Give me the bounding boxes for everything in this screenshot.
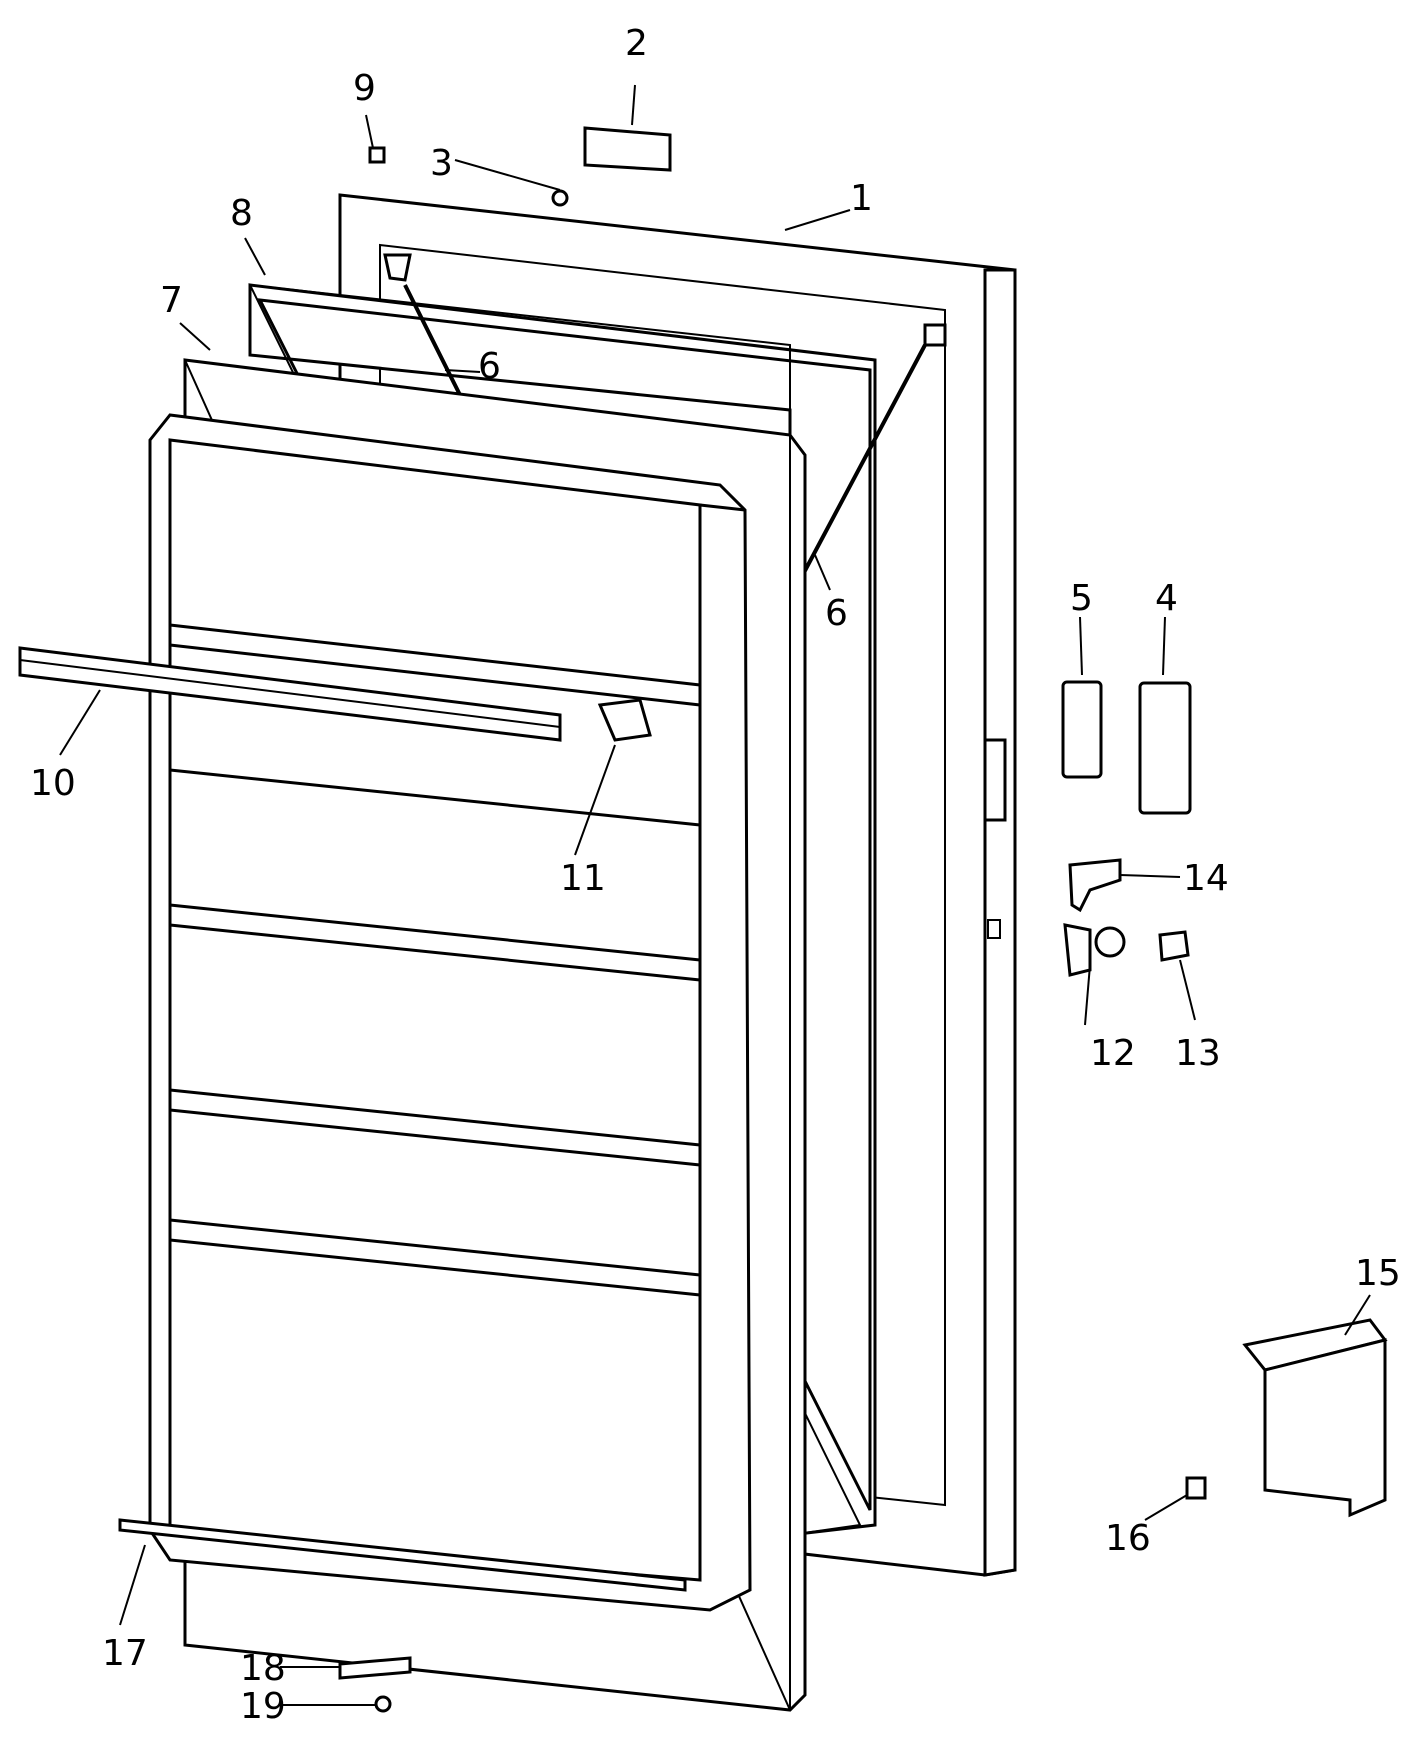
callout-2: 2 (625, 23, 648, 64)
part-15-hinge-cover (1242, 1318, 1388, 1518)
callout-9: 9 (353, 68, 376, 109)
part-18-hinge (338, 1656, 412, 1680)
part-11-bar-end-clip (597, 698, 652, 742)
callout-1: 1 (850, 178, 873, 219)
callout-5: 5 (1070, 578, 1093, 619)
part-14-cam-bracket (1068, 858, 1122, 913)
callout-17: 17 (102, 1633, 148, 1674)
callout-3: 3 (430, 143, 453, 184)
part-16-plug (1185, 1476, 1207, 1500)
callout-6-right: 6 (825, 593, 848, 634)
callout-14: 14 (1183, 858, 1229, 899)
callout-7: 7 (160, 280, 183, 321)
part-10-shelf-bar (18, 646, 562, 742)
callout-labels: 1 2 3 4 5 6 6 7 8 9 10 11 12 13 14 15 16… (30, 23, 1401, 1727)
part-2-top-plate (583, 126, 672, 172)
part-19-screw (374, 1695, 392, 1713)
callout-15: 15 (1355, 1253, 1401, 1294)
part-9-plug (368, 146, 386, 164)
callout-6-top: 6 (478, 346, 501, 387)
callout-12: 12 (1090, 1033, 1136, 1074)
leader-lines (59, 84, 1371, 1706)
part-12-cam (1063, 923, 1126, 977)
callout-11: 11 (560, 858, 606, 899)
callout-16: 16 (1105, 1518, 1151, 1559)
callout-8: 8 (230, 193, 253, 234)
callout-4: 4 (1155, 578, 1178, 619)
part-3-screw (551, 189, 569, 207)
part-13-cam-insert (1158, 930, 1190, 962)
callout-19: 19 (240, 1686, 286, 1727)
part-6-door-brace (383, 253, 947, 581)
callout-18: 18 (240, 1648, 286, 1689)
callout-13: 13 (1175, 1033, 1221, 1074)
part-17-bottom-rail (118, 1518, 687, 1592)
door-liner-shelves (148, 413, 752, 1612)
part-5-handle-insert (1061, 680, 1103, 779)
callout-10: 10 (30, 763, 76, 804)
part-4-handle (1138, 681, 1192, 815)
